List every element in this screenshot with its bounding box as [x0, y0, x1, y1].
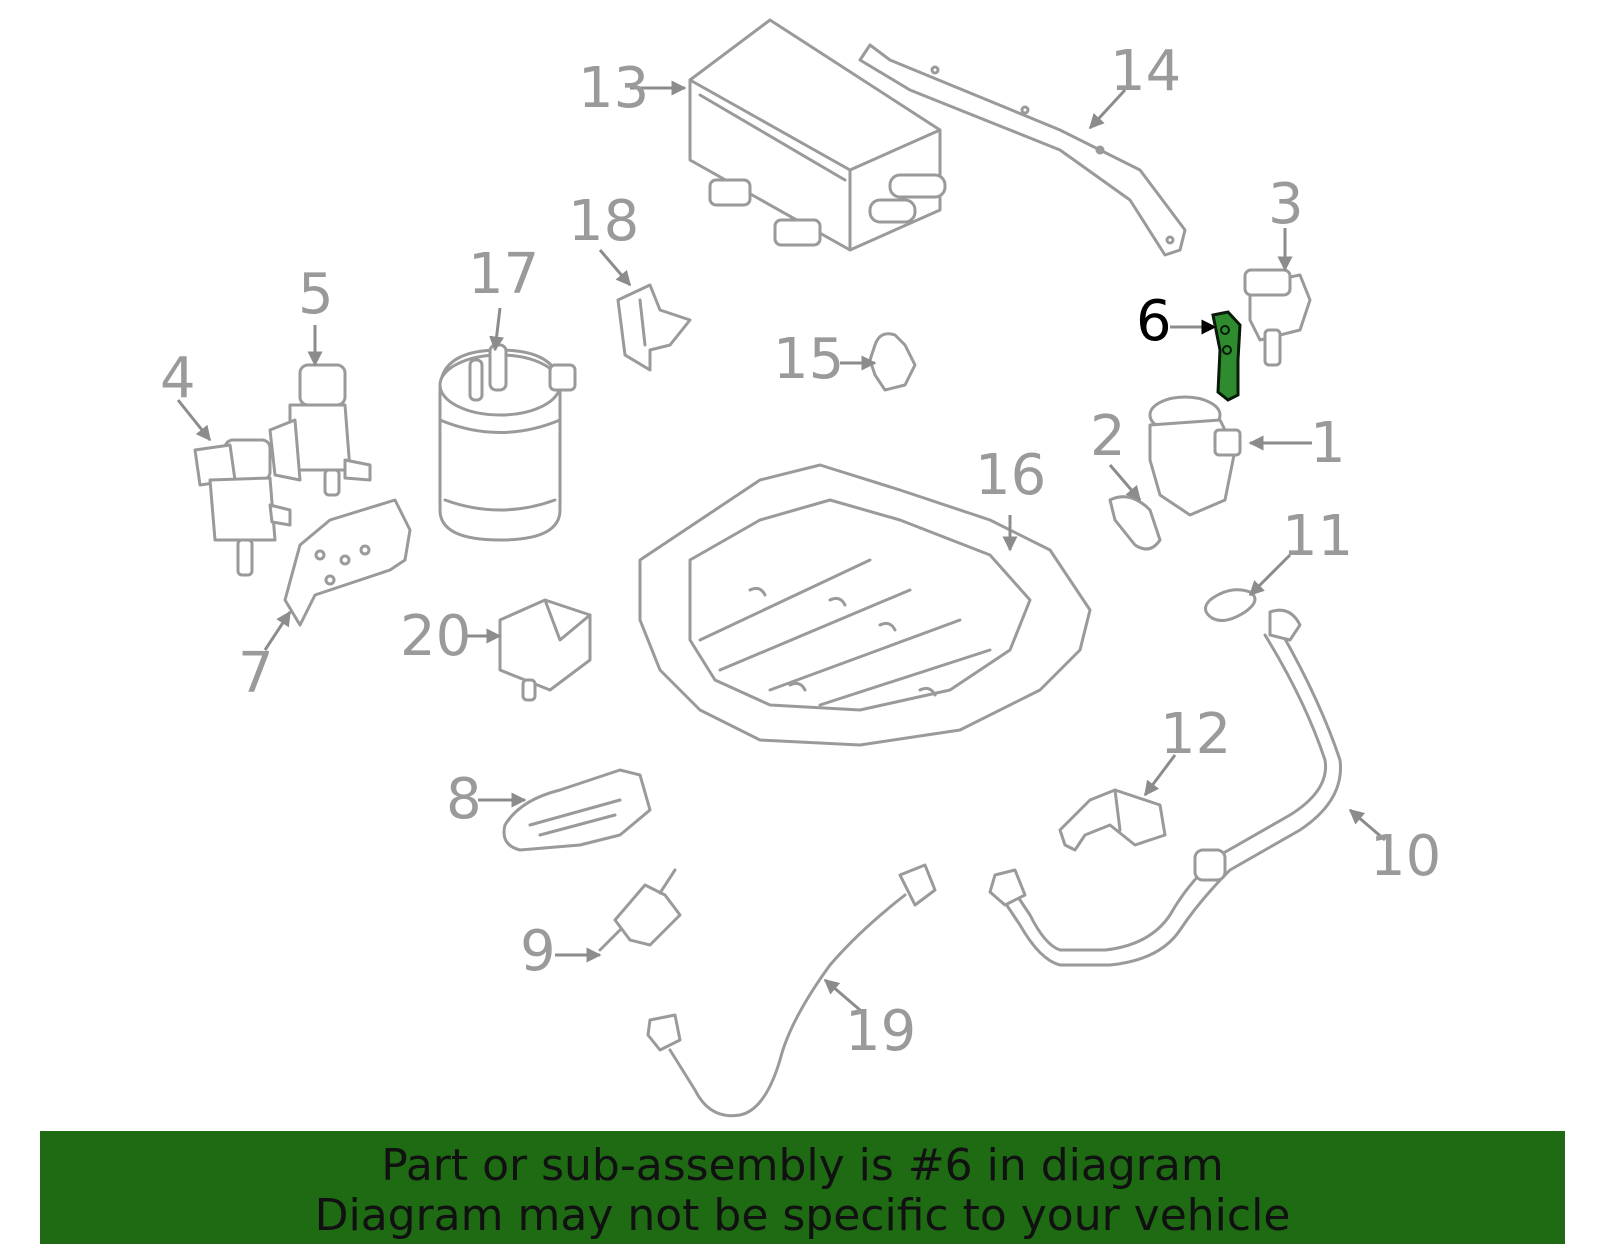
callout-12: 12 — [1160, 702, 1231, 767]
part-2-gasket — [1108, 495, 1162, 551]
part-9-fitting — [598, 868, 682, 952]
callout-3: 3 — [1268, 172, 1304, 237]
info-banner: Part or sub-assembly is #6 in diagram Di… — [40, 1131, 1565, 1244]
part-13-canister — [688, 18, 947, 252]
callout-13: 13 — [578, 56, 649, 121]
part-20-sensor — [498, 598, 592, 702]
part-3-valve — [1243, 268, 1312, 367]
callout-9: 9 — [520, 919, 556, 984]
leader-lines — [176, 80, 1386, 1012]
callout-2: 2 — [1090, 404, 1126, 469]
callout-10: 10 — [1370, 824, 1441, 889]
part-6-gasket-highlighted — [1211, 310, 1242, 402]
banner-part-note: Part or sub-assembly is #6 in diagram — [381, 1140, 1224, 1191]
callout-19: 19 — [845, 999, 916, 1064]
part-11-gasket — [1204, 588, 1257, 622]
part-16-undertray — [638, 463, 1092, 747]
callout-20: 20 — [400, 604, 471, 669]
part-18-bracket — [616, 283, 692, 372]
part-7-plate — [283, 498, 412, 627]
part-4-valve — [193, 438, 292, 577]
callout-8: 8 — [446, 767, 482, 832]
part-19-o2-sensor — [646, 863, 937, 1118]
callout-17: 17 — [468, 242, 539, 307]
callout-1: 1 — [1310, 411, 1346, 476]
callout-labels: 1 2 3 4 5 6 7 8 9 10 11 12 13 14 15 16 1… — [160, 39, 1441, 1064]
part-1-valve — [1148, 395, 1242, 517]
part-5-valve — [268, 363, 372, 497]
part-12-bracket — [1058, 788, 1167, 852]
callout-5: 5 — [298, 262, 334, 327]
callout-14: 14 — [1110, 39, 1181, 104]
callout-11: 11 — [1282, 504, 1353, 569]
part-14-bracket — [858, 43, 1187, 257]
callout-15: 15 — [773, 327, 844, 392]
part-10-tube — [988, 608, 1342, 967]
callout-7: 7 — [238, 641, 274, 706]
callout-18: 18 — [568, 189, 639, 254]
part-8-cover — [502, 768, 652, 852]
callout-4: 4 — [160, 346, 196, 411]
banner-disclaimer: Diagram may not be specific to your vehi… — [314, 1190, 1291, 1241]
callout-6: 6 — [1136, 289, 1172, 354]
part-15-clip — [868, 332, 917, 392]
part-17-filter — [438, 343, 577, 542]
callout-16: 16 — [975, 443, 1046, 508]
